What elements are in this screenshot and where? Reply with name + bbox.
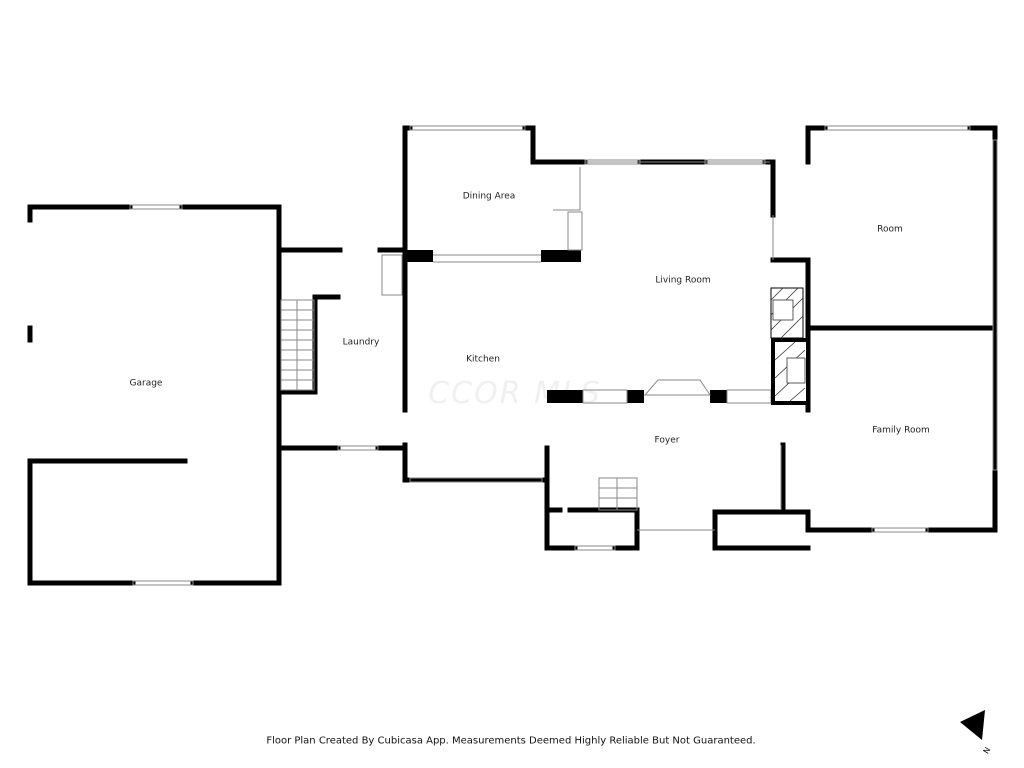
room-label-garage: Garage xyxy=(129,378,163,389)
footer-disclaimer: Floor Plan Created By Cubicasa App. Meas… xyxy=(266,735,756,747)
room-label-living: Living Room xyxy=(655,275,711,286)
walls xyxy=(27,125,998,586)
fireplaces xyxy=(770,287,810,405)
room-label-room: Room xyxy=(877,224,903,235)
compass-arrow-icon xyxy=(960,710,985,740)
room-label-foyer: Foyer xyxy=(654,435,680,446)
room-label-laundry: Laundry xyxy=(342,337,380,348)
room-label-kitchen: Kitchen xyxy=(466,354,500,365)
windows-and-fixtures xyxy=(129,125,998,586)
room-label-family: Family Room xyxy=(872,425,930,436)
wall-blocks xyxy=(405,250,727,403)
room-label-dining: Dining Area xyxy=(462,191,516,202)
